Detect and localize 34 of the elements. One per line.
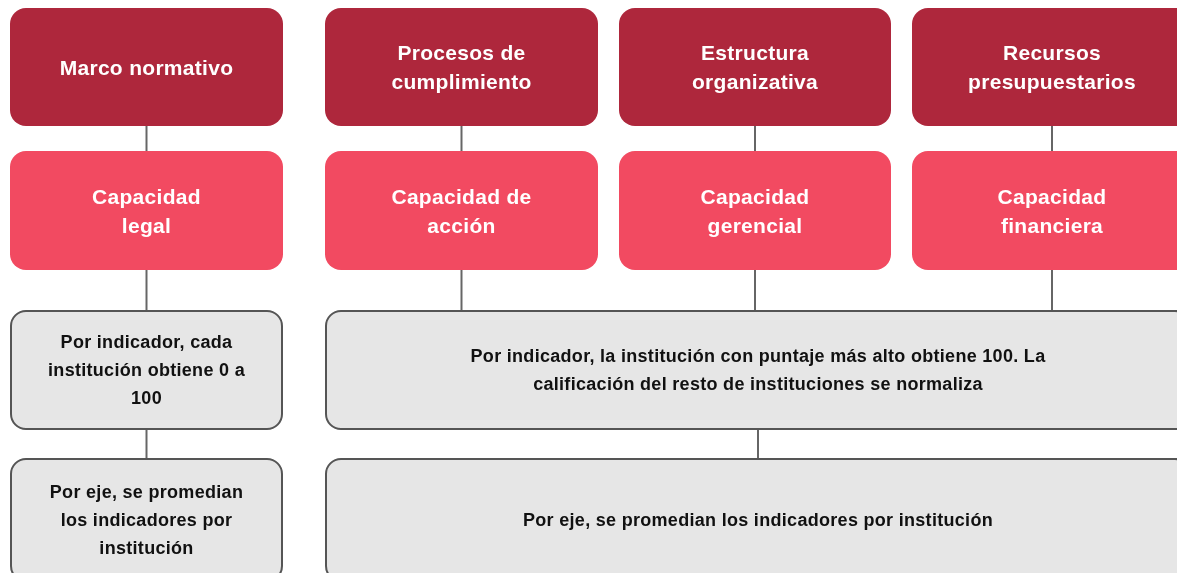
box-text: Estructura organizativa (690, 40, 820, 95)
connector-line (1051, 125, 1053, 152)
box-text: Capacidad de acción (390, 183, 533, 239)
connector-line (754, 125, 756, 152)
box-text: Recursos presupuestarios (967, 40, 1137, 95)
connector-line (145, 429, 148, 459)
connector-line (145, 125, 148, 152)
heading-box (10, 8, 283, 126)
process-box (10, 458, 283, 573)
box-text: Marco normativo (59, 54, 234, 81)
connector-line (145, 269, 148, 311)
connector-line (757, 429, 759, 459)
heading-box (325, 8, 598, 126)
box-text: Capacidad legal (91, 183, 202, 239)
capacity-box (912, 151, 1177, 270)
box-text: Por eje, se promedian los indicadores por institución (48, 481, 245, 560)
box-text: Por indicador, cada institución obtiene 0 a 100 (47, 331, 246, 410)
process-box (325, 310, 1177, 430)
box-text: Procesos de cumplimiento (390, 40, 533, 95)
connector-line (460, 269, 463, 311)
process-box (325, 458, 1177, 573)
capacity-box (10, 151, 283, 270)
box-text: Capacidad gerencial (699, 183, 811, 239)
connector-line (754, 269, 756, 311)
process-box (10, 310, 283, 430)
box-text: Capacidad financiera (996, 183, 1108, 239)
capacity-box (619, 151, 891, 270)
box-text: Por eje, se promedian los indicadores por institución (523, 509, 993, 532)
connector-line (1051, 269, 1053, 311)
heading-box (619, 8, 891, 126)
heading-box (912, 8, 1177, 126)
capacity-box (325, 151, 598, 270)
box-text: Por indicador, la institución con puntaje más alto obtiene 100. La calificación del resto de instituciones se normaliza (469, 345, 1047, 396)
connector-line (460, 125, 463, 152)
